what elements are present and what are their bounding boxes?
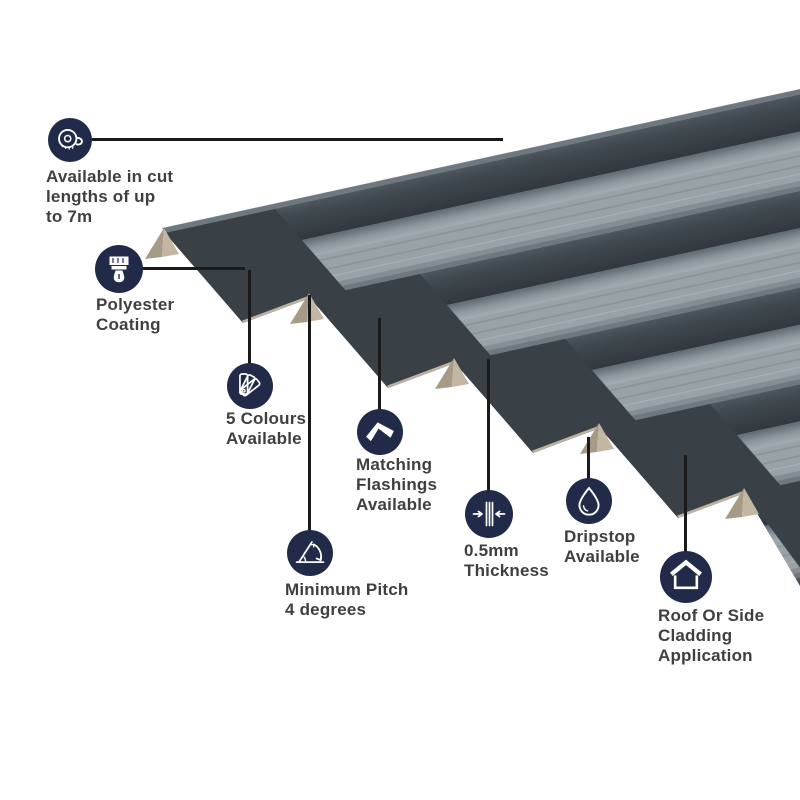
feature-label-matching-flashings: Matching Flashings Available: [356, 455, 438, 514]
connector-line: [587, 437, 590, 479]
flashing-icon: [357, 409, 403, 455]
connector-line: [378, 318, 381, 410]
colour-fan-icon: [227, 363, 273, 409]
pitch-angle-icon: [287, 530, 333, 576]
feature-label-thickness: 0.5mm Thickness: [464, 541, 549, 580]
tape-measure-icon: [48, 118, 92, 162]
connector-line: [141, 267, 245, 270]
feature-label-cut-lengths: Available in cut lengths of up to 7m: [46, 167, 174, 226]
connector-line: [90, 138, 503, 141]
feature-label-dripstop: Dripstop Available: [564, 527, 640, 566]
paint-brush-icon: [95, 245, 143, 293]
feature-label-five-colours: 5 Colours Available: [226, 409, 307, 448]
connector-line: [487, 359, 490, 491]
thickness-icon: [465, 490, 513, 538]
connector-line: [308, 295, 311, 531]
feature-label-minimum-pitch: Minimum Pitch 4 degrees: [285, 580, 409, 619]
house-icon: [660, 551, 712, 603]
feature-label-polyester-coating: Polyester Coating: [96, 295, 175, 334]
connector-line: [248, 270, 251, 364]
water-drop-icon: [566, 478, 612, 524]
feature-label-cladding: Roof Or Side Cladding Application: [658, 606, 765, 665]
connector-line: [684, 455, 687, 552]
sheet-cut-faces: [145, 228, 759, 519]
